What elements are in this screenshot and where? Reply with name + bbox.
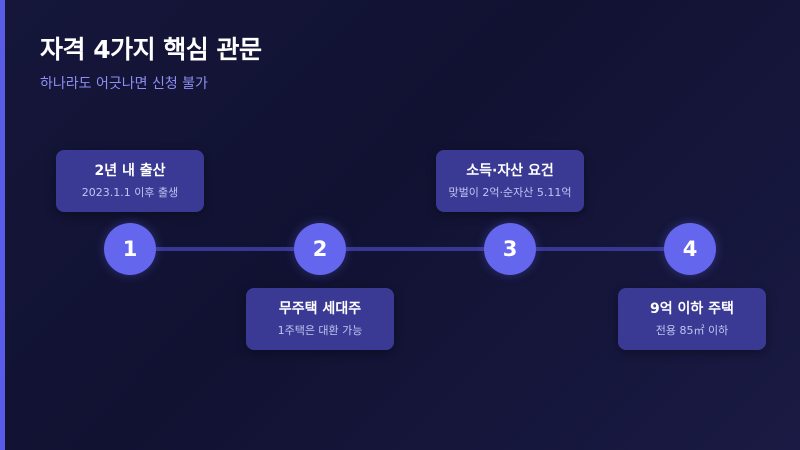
step-description: 전용 85㎡ 이하 <box>655 324 729 337</box>
step-card-3: 소득·자산 요건 맞벌이 2억·순자산 5.11억 <box>436 150 584 212</box>
step-node-1: 1 <box>104 223 156 275</box>
step-title: 무주택 세대주 <box>278 301 362 317</box>
step-title: 9억 이하 주택 <box>650 301 734 317</box>
step-card-4: 9억 이하 주택 전용 85㎡ 이하 <box>618 288 766 350</box>
step-title: 2년 내 출산 <box>94 163 166 179</box>
step-card-2: 무주택 세대주 1주택은 대환 가능 <box>246 288 394 350</box>
step-card-1: 2년 내 출산 2023.1.1 이후 출생 <box>56 150 204 212</box>
page-title: 자격 4가지 핵심 관문 <box>40 35 262 64</box>
accent-bar <box>0 0 5 450</box>
step-node-2: 2 <box>294 223 346 275</box>
step-title: 소득·자산 요건 <box>466 163 554 179</box>
step-description: 2023.1.1 이후 출생 <box>81 186 179 199</box>
step-description: 맞벌이 2억·순자산 5.11억 <box>448 186 572 199</box>
timeline-line <box>130 247 690 251</box>
step-description: 1주택은 대환 가능 <box>277 324 363 337</box>
step-node-3: 3 <box>484 223 536 275</box>
page-subtitle: 하나라도 어긋나면 신청 불가 <box>40 76 208 92</box>
step-node-4: 4 <box>664 223 716 275</box>
